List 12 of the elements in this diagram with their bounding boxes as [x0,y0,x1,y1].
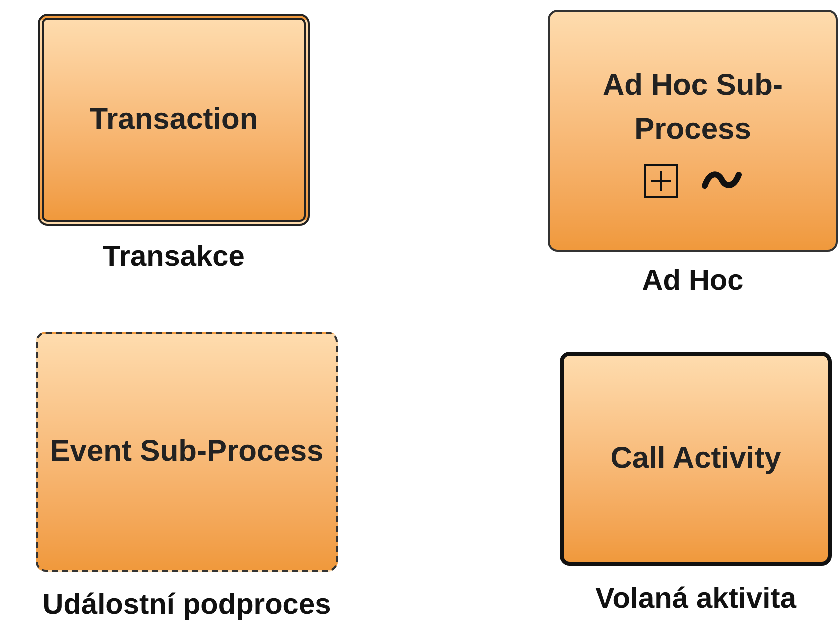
activity-caption: Volaná aktivita [594,582,798,617]
activity-label: Event Sub-Process [49,434,325,470]
activity-label: Ad Hoc Sub-Process [602,68,784,148]
activity-box [36,332,338,572]
activity-box [560,352,832,566]
activity-box [548,10,838,252]
activity-caption: Ad Hoc [641,264,745,299]
activity-box [38,14,310,226]
activity-label: Call Activity [610,441,782,477]
activity-caption: Transakce [102,240,246,275]
activity-caption: Událostní podproces [42,588,332,623]
activity-label: Transaction [88,102,260,138]
